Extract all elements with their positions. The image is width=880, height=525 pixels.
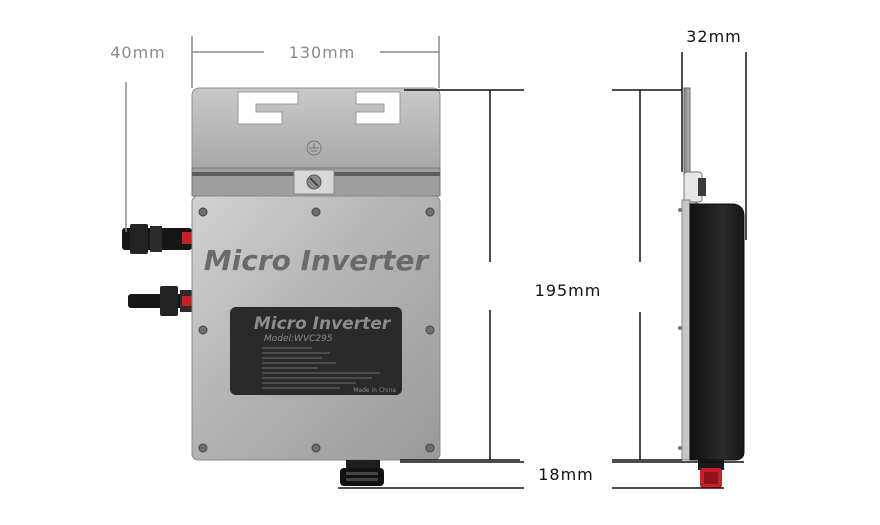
- mounting-bracket: [191, 87, 441, 169]
- side-housing: [689, 203, 745, 461]
- side-depth-dimension: [681, 52, 747, 240]
- side-screws: [678, 208, 682, 450]
- side-connector-dimension: [612, 461, 744, 489]
- depth-right-label: 32mm: [686, 27, 742, 46]
- bracket-screw-icon: [306, 174, 322, 190]
- side-height-dimension: [612, 89, 682, 461]
- spec-label-made-in: Made in China: [353, 387, 396, 394]
- width-label: 130mm: [289, 43, 356, 62]
- ac-connector: [340, 460, 384, 486]
- spec-label-fine-print: [262, 347, 380, 389]
- spec-label-model: Model:WVC295: [264, 334, 333, 344]
- housing-screws: [198, 207, 435, 453]
- front-width-dimension: [191, 36, 440, 88]
- dc-cable-upper: [122, 224, 196, 254]
- spec-label-title: Micro Inverter: [254, 314, 392, 334]
- ground-symbol-icon: [306, 140, 322, 156]
- height-dimension: [400, 89, 524, 461]
- height-label: 195mm: [535, 281, 602, 300]
- mounting-slot-left: [237, 91, 299, 125]
- connector-label: 18mm: [538, 465, 594, 484]
- housing-brand-text: Micro Inverter: [204, 244, 431, 277]
- side-metal-plate: [681, 199, 691, 461]
- depth-left-label: 40mm: [110, 43, 166, 62]
- front-view: Micro Inverter Micro Inverter Model:WVC2…: [122, 87, 441, 486]
- side-view: [678, 87, 745, 488]
- connector-dimension: [338, 461, 524, 489]
- side-connector: [698, 460, 724, 488]
- dc-cable-lower: [128, 286, 194, 316]
- mounting-slot-right: [355, 91, 401, 125]
